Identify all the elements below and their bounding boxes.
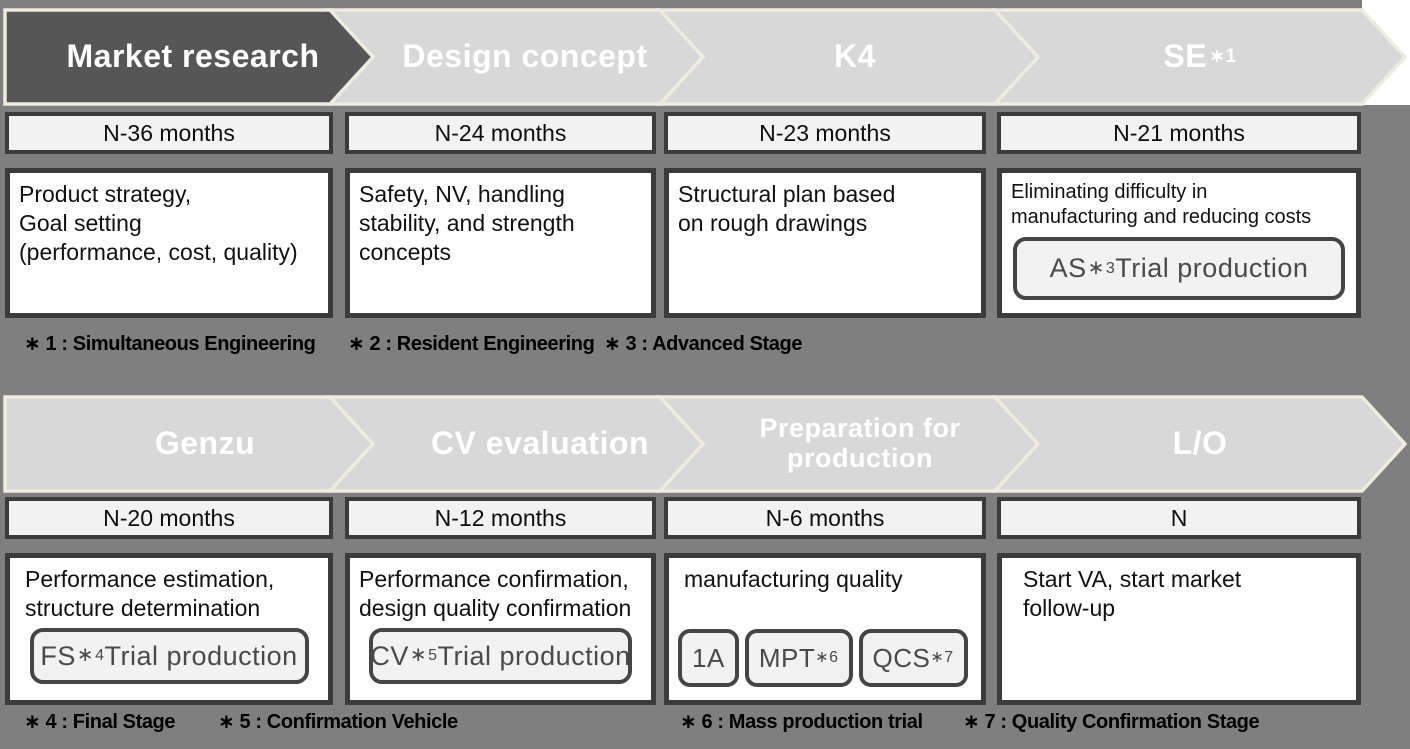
description-box-preparation: manufacturing quality 1A MPT∗6 QCS∗7 [664, 553, 986, 705]
stage-label-superscript: ∗1 [1209, 45, 1237, 67]
chevron-shape-se [991, 8, 1408, 106]
stage-label-text: SE [1163, 38, 1208, 75]
description-box-lo: Start VA, start market follow-up [997, 553, 1361, 705]
footnote-4: ∗ 4 : Final Stage [24, 711, 176, 733]
asterisk-mark: ∗ [409, 644, 428, 667]
pill-abbreviation: FS [40, 640, 76, 671]
timing-text: N-20 months [103, 504, 235, 531]
1a-pill: 1A [678, 629, 739, 687]
timing-box-genzu: N-20 months [5, 497, 333, 539]
timing-text: N-6 months [765, 504, 885, 531]
timing-text: N-36 months [103, 119, 235, 146]
timing-box-se: N-21 months [997, 112, 1361, 154]
footnote-5: ∗ 5 : Confirmation Vehicle [218, 711, 458, 733]
description-text: Product strategy, Goal setting (performa… [19, 181, 298, 265]
pill-label: Trial production [437, 640, 631, 671]
footnote-1: ∗ 1 : Simultaneous Engineering [24, 333, 316, 355]
footnote-6: ∗ 6 : Mass production trial [680, 711, 923, 733]
stage-label-preparation: Preparation for production [715, 396, 1005, 492]
timing-box-market-research: N-36 months [5, 112, 333, 154]
stage-label-text: CV evaluation [430, 425, 650, 462]
description-box-genzu: Performance estimation, structure determ… [5, 553, 333, 705]
description-text: Structural plan based on rough drawings [678, 181, 896, 236]
pill-abbreviation: MPT [758, 642, 816, 673]
chevron-shape-market-research [3, 8, 376, 106]
description-box-market-research: Product strategy, Goal setting (performa… [5, 168, 333, 318]
stage-label-cv-evaluation: CV evaluation [380, 396, 700, 492]
stage-label-se: SE∗1 [1020, 9, 1380, 105]
description-text: Safety, NV, handling stability, and stre… [359, 181, 575, 265]
stage-label-lo: L/O [1020, 396, 1380, 492]
timing-box-lo: N [997, 497, 1361, 539]
timing-box-k4: N-23 months [664, 112, 986, 154]
timing-text: N-23 months [759, 119, 891, 146]
stage-label-genzu: Genzu [40, 396, 370, 492]
description-text: manufacturing quality [684, 566, 903, 592]
description-text: Performance estimation, structure determ… [25, 566, 275, 621]
timing-text: N-12 months [434, 504, 567, 531]
bottom-chevron-band [3, 395, 1408, 493]
footnote-3: ∗ 3 : Advanced Stage [604, 333, 803, 355]
stage-label-text: Design concept [402, 38, 648, 75]
description-text: Eliminating difficulty in manufacturing … [1011, 181, 1312, 228]
footnote-7: ∗ 7 : Quality Confirmation Stage [963, 711, 1260, 733]
chevron-shape-lo [991, 395, 1408, 493]
footnote-2: ∗ 2 : Resident Engineering [348, 333, 595, 355]
stage-label-market-research: Market research [28, 9, 358, 105]
asterisk-mark: ∗ [1087, 256, 1105, 279]
stage-label-design-concept: Design concept [365, 9, 685, 105]
stage-label-text: K4 [834, 38, 876, 75]
timing-box-cv-evaluation: N-12 months [345, 497, 656, 539]
description-box-k4: Structural plan based on rough drawings [664, 168, 986, 318]
description-box-cv-evaluation: Performance confirmation, design quality… [345, 553, 656, 705]
timing-box-preparation: N-6 months [664, 497, 986, 539]
stage-label-text: L/O [1172, 425, 1228, 462]
asterisk-mark: ∗ [76, 644, 95, 667]
timing-text: N-24 months [434, 119, 567, 146]
timing-text: N [1170, 504, 1188, 531]
pill-abbreviation: QCS [872, 642, 931, 673]
qcs-pill: QCS∗7 [858, 629, 968, 687]
description-text: Performance confirmation, design quality… [359, 566, 632, 621]
description-box-se: Eliminating difficulty in manufacturing … [997, 168, 1361, 318]
stage-label-text: Market research [66, 38, 320, 75]
timing-box-design-concept: N-24 months [345, 112, 656, 154]
pill-label: Trial production [1115, 253, 1309, 284]
stage-label-text: Genzu [154, 425, 256, 462]
preparation-pill-row: 1A MPT∗6 QCS∗7 [678, 629, 972, 687]
stage-label-text: Preparation for production [759, 413, 961, 473]
timing-text: N-21 months [1113, 119, 1245, 146]
mpt-pill: MPT∗6 [744, 629, 853, 687]
pill-label: Trial production [104, 640, 298, 671]
top-chevron-band [3, 8, 1408, 106]
description-text: Start VA, start market follow-up [1023, 566, 1242, 621]
pill-abbreviation: 1A [692, 642, 725, 673]
pill-abbreviation: AS [1049, 253, 1087, 284]
stage-label-k4: K4 [700, 9, 1010, 105]
pill-abbreviation: CV [370, 640, 409, 671]
description-box-design-concept: Safety, NV, handling stability, and stre… [345, 168, 656, 318]
